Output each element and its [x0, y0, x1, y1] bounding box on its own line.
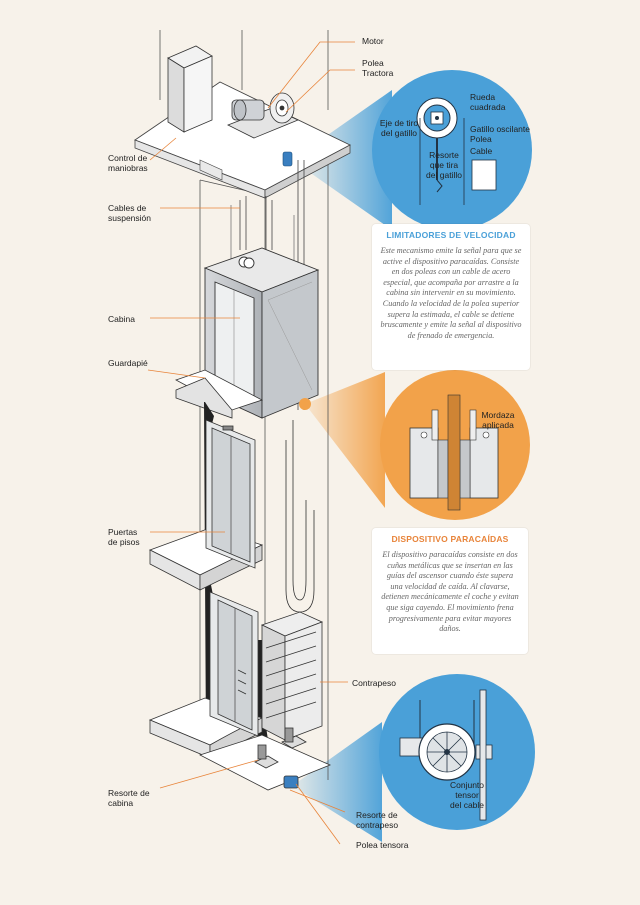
toe-guard [175, 369, 264, 419]
speed-limiter-callout [372, 70, 532, 230]
label-rueda: Rueda cuadrada [470, 92, 506, 112]
cabin [203, 247, 320, 419]
speed-limiter-small [282, 151, 293, 167]
speed-limiter-text: Este mecanismo emite la señal para que s… [380, 246, 522, 340]
floor-door-1 [205, 419, 256, 569]
guide-rails [230, 205, 295, 265]
tensioner-callout [379, 674, 535, 830]
compensation-cable [285, 420, 315, 613]
label-mordaza: Mordaza aplicada [481, 410, 515, 430]
label-cables: Cables de suspensión [108, 203, 152, 223]
counterweight [260, 611, 324, 741]
safety-brake-box: DISPOSITIVO PARACAÍDAS El dispositivo pa… [372, 528, 528, 654]
label-counterweight: Contrapeso [352, 678, 396, 688]
label-traction-pulley: Polea Tractora [362, 58, 394, 78]
pit [198, 727, 332, 791]
safety-brake-marker [299, 398, 311, 410]
safety-brake-title: DISPOSITIVO PARACAÍDAS [391, 534, 509, 544]
label-motor: Motor [362, 36, 384, 46]
label-conjunto: Conjunto tensor del cable [449, 780, 485, 810]
label-tension-pulley: Polea tensora [356, 840, 409, 850]
label-polea: Polea [470, 134, 492, 144]
floor-door-2 [209, 591, 259, 737]
label-floor-doors: Puertas de pisos [108, 527, 140, 547]
safety-brake-beam [305, 372, 385, 508]
label-gatillo: Gatillo oscilante [470, 124, 531, 134]
tensioner-beam [292, 722, 382, 842]
machine-room [134, 81, 351, 199]
leader-lines [147, 41, 355, 845]
label-control: Control de maniobras [108, 153, 148, 173]
control-cabinet [167, 45, 213, 133]
label-toe-guard: Guardapié [108, 358, 148, 368]
safety-brake-callout [380, 370, 530, 520]
speed-limiter-title: LIMITADORES DE VELOCIDAD [386, 230, 516, 240]
label-eje: Eje de tiro del gatillo [379, 118, 419, 138]
label-cable: Cable [470, 146, 493, 156]
label-cabin: Cabina [108, 314, 135, 324]
label-resorte: Resorte que tira del gatillo [426, 150, 462, 180]
motor-assembly [227, 92, 300, 139]
speed-limiter-box: LIMITADORES DE VELOCIDAD Este mecanismo … [372, 224, 530, 370]
safety-brake-text: El dispositivo paracaídas consiste en do… [381, 550, 519, 634]
speed-limiter-beam [292, 90, 392, 230]
label-cabin-spring: Resorte de cabina [108, 788, 150, 808]
label-counterweight-spring: Resorte de contrapeso [356, 810, 399, 830]
